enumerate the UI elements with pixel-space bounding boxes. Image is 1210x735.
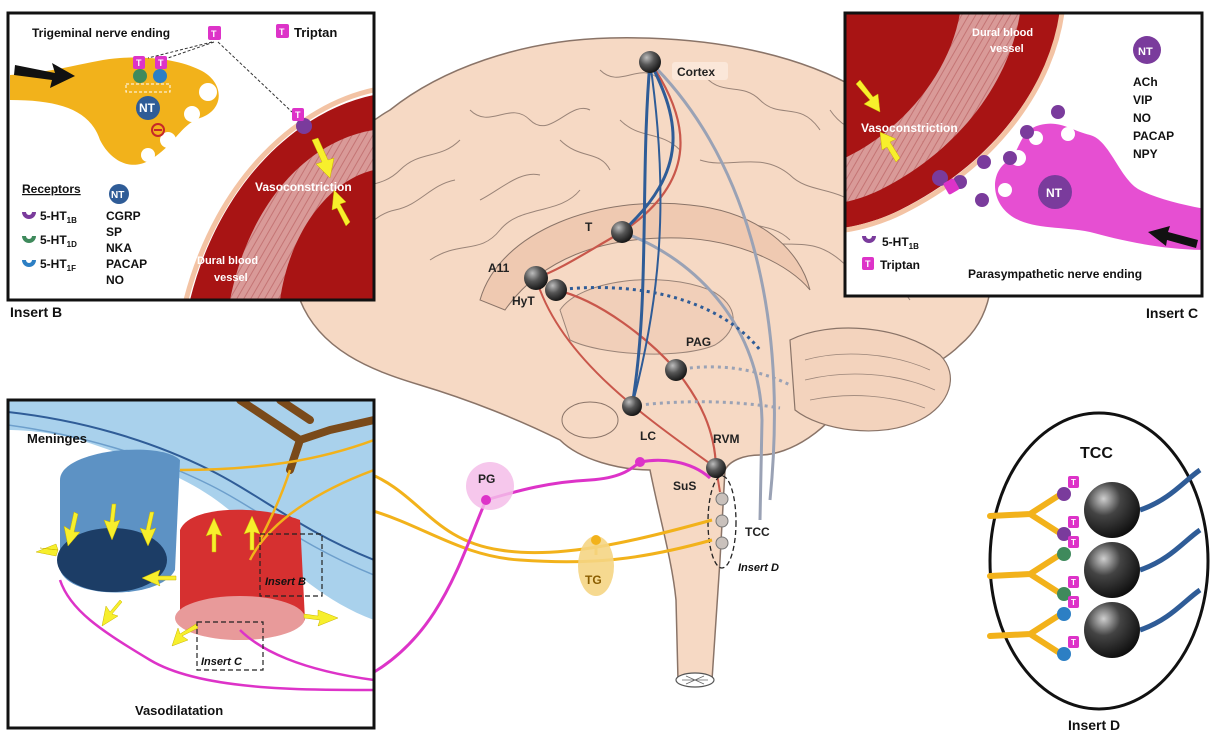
nt-particle (977, 155, 991, 169)
insert-c-nt-legend-label: NT (1138, 46, 1153, 58)
tcc-neuron (1084, 482, 1140, 538)
neurotransmitter-item: NO (1133, 111, 1151, 125)
label-insert-d-tag: Insert D (738, 562, 779, 574)
insert-b-nt-legend-label: NT (111, 190, 124, 201)
label-tg: TG (585, 573, 602, 587)
pg-cell (481, 495, 491, 505)
neurotransmitter-item: SP (106, 225, 122, 239)
insert-c-triptan-legend-label: Triptan (880, 258, 920, 272)
tcc-receptor (1057, 547, 1071, 561)
tcc-triptan-label: T (1071, 518, 1076, 527)
nucleus-hyt (545, 279, 567, 301)
insert-c-vasoconstriction-label: Vasoconstriction (861, 121, 958, 135)
insert-b-vessel-triptan-label: T (295, 110, 301, 120)
tcc-neuron (1084, 542, 1140, 598)
insert-b-vessel-label-1: Dural blood (197, 255, 258, 267)
nt-particle (1051, 105, 1065, 119)
tg-cell (591, 535, 601, 545)
insert-b-nt-label: NT (139, 101, 156, 115)
neurotransmitter-item: NPY (1133, 147, 1158, 161)
insert-b-vesicle-1 (199, 83, 217, 101)
insert-b-receptors-heading: Receptors (22, 182, 81, 196)
meninges-label: Meninges (27, 431, 87, 446)
insert-c-vesicle-3 (998, 183, 1012, 197)
label-cortex: Cortex (677, 65, 715, 79)
nucleus-t (611, 221, 633, 243)
insert-c-nerve-ending-label: Parasympathetic nerve ending (968, 267, 1142, 281)
neurotransmitter-item: NKA (106, 241, 132, 255)
nucleus-pag (665, 359, 687, 381)
tcc-nuclei (716, 493, 728, 549)
label-sus: SuS (673, 479, 696, 493)
insert-b-triptan-legend-label: Triptan (294, 25, 337, 40)
insert-b-title: Trigeminal nerve ending (32, 26, 170, 40)
label-pg: PG (478, 472, 495, 486)
insert-b-vasoconstriction-label: Vasoconstriction (255, 180, 352, 194)
nt-particle (1003, 151, 1017, 165)
insert-b-caption: Insert B (10, 304, 62, 320)
nucleus-lc (622, 396, 642, 416)
meninges-red-vessel-opening (175, 596, 305, 640)
neurotransmitter-item: NO (106, 273, 124, 287)
insert-b-triptan-a-label: T (136, 58, 142, 68)
label-a11: A11 (488, 261, 510, 275)
tcc-receptor (1057, 607, 1071, 621)
nt-particle (1020, 125, 1034, 139)
neurotransmitter-item: PACAP (1133, 129, 1174, 143)
insert-b-receptor-1f (153, 69, 167, 83)
neurotransmitter-item: CGRP (106, 209, 141, 223)
label-hyt: HyT (512, 294, 535, 308)
tcc-triptan-label: T (1071, 578, 1076, 587)
tcc-triptan-label: T (1071, 478, 1076, 487)
label-t: T (585, 220, 593, 234)
pg-ganglion: PG (466, 462, 514, 510)
tcc-neuron (1084, 602, 1140, 658)
vasodilatation-label: Vasodilatation (135, 703, 223, 718)
neurotransmitter-item: VIP (1133, 93, 1152, 107)
neurotransmitter-item: PACAP (106, 257, 147, 271)
tcc-triptan-label: T (1071, 598, 1076, 607)
insert-d-title: TCC (1080, 445, 1113, 462)
nt-particle (975, 193, 989, 207)
tcc-receptor (1057, 487, 1071, 501)
insert-b-triptan-legend-icon-label: T (279, 27, 285, 37)
insert-c-panel: Vasoconstriction Dural blood vessel NT N… (845, 13, 1210, 321)
sus-cell (635, 457, 645, 467)
insert-d-caption: Insert D (1068, 717, 1120, 733)
label-rvm: RVM (713, 432, 739, 446)
insert-b-vesicle-4 (141, 148, 155, 162)
insert-b-free-triptan-label: T (211, 29, 217, 39)
insert-d-panel: TCC T T T T T T Insert D (990, 413, 1208, 733)
label-tcc: TCC (745, 525, 770, 539)
insert-b-marker-label: Insert B (265, 576, 306, 588)
neurotransmitter-item: ACh (1133, 75, 1158, 89)
insert-b-receptor-1d (133, 69, 147, 83)
insert-c-vessel-label-1: Dural blood (972, 27, 1033, 39)
insert-b-vessel-label-2: vessel (214, 272, 248, 284)
insert-b-triptan-b-label: T (158, 58, 164, 68)
insert-c-nt-label: NT (1046, 186, 1063, 200)
insert-c-triptan-legend-icon-label: T (865, 259, 871, 269)
pituitary (562, 402, 618, 438)
label-lc: LC (640, 429, 656, 443)
insert-b-vesicle-2 (184, 106, 200, 122)
tcc-triptan-label: T (1071, 538, 1076, 547)
tcc-receptor (1057, 647, 1071, 661)
meninges-panel: Insert B Insert C Meninges Vasodilatatio… (8, 400, 374, 728)
nucleus-rvm (706, 458, 726, 478)
insert-c-marker-label: Insert C (201, 656, 243, 668)
tcc-triptan-label: T (1071, 638, 1076, 647)
insert-c-vesicle-4 (1061, 127, 1075, 141)
nucleus-a11 (524, 266, 548, 290)
insert-c-caption: Insert C (1146, 305, 1198, 321)
insert-b-panel: T T NT T T Vasoconstriction Dural blood … (8, 13, 374, 320)
insert-c-vessel-label-2: vessel (990, 43, 1024, 55)
label-pag: PAG (686, 335, 711, 349)
nucleus-cortex (639, 51, 661, 73)
